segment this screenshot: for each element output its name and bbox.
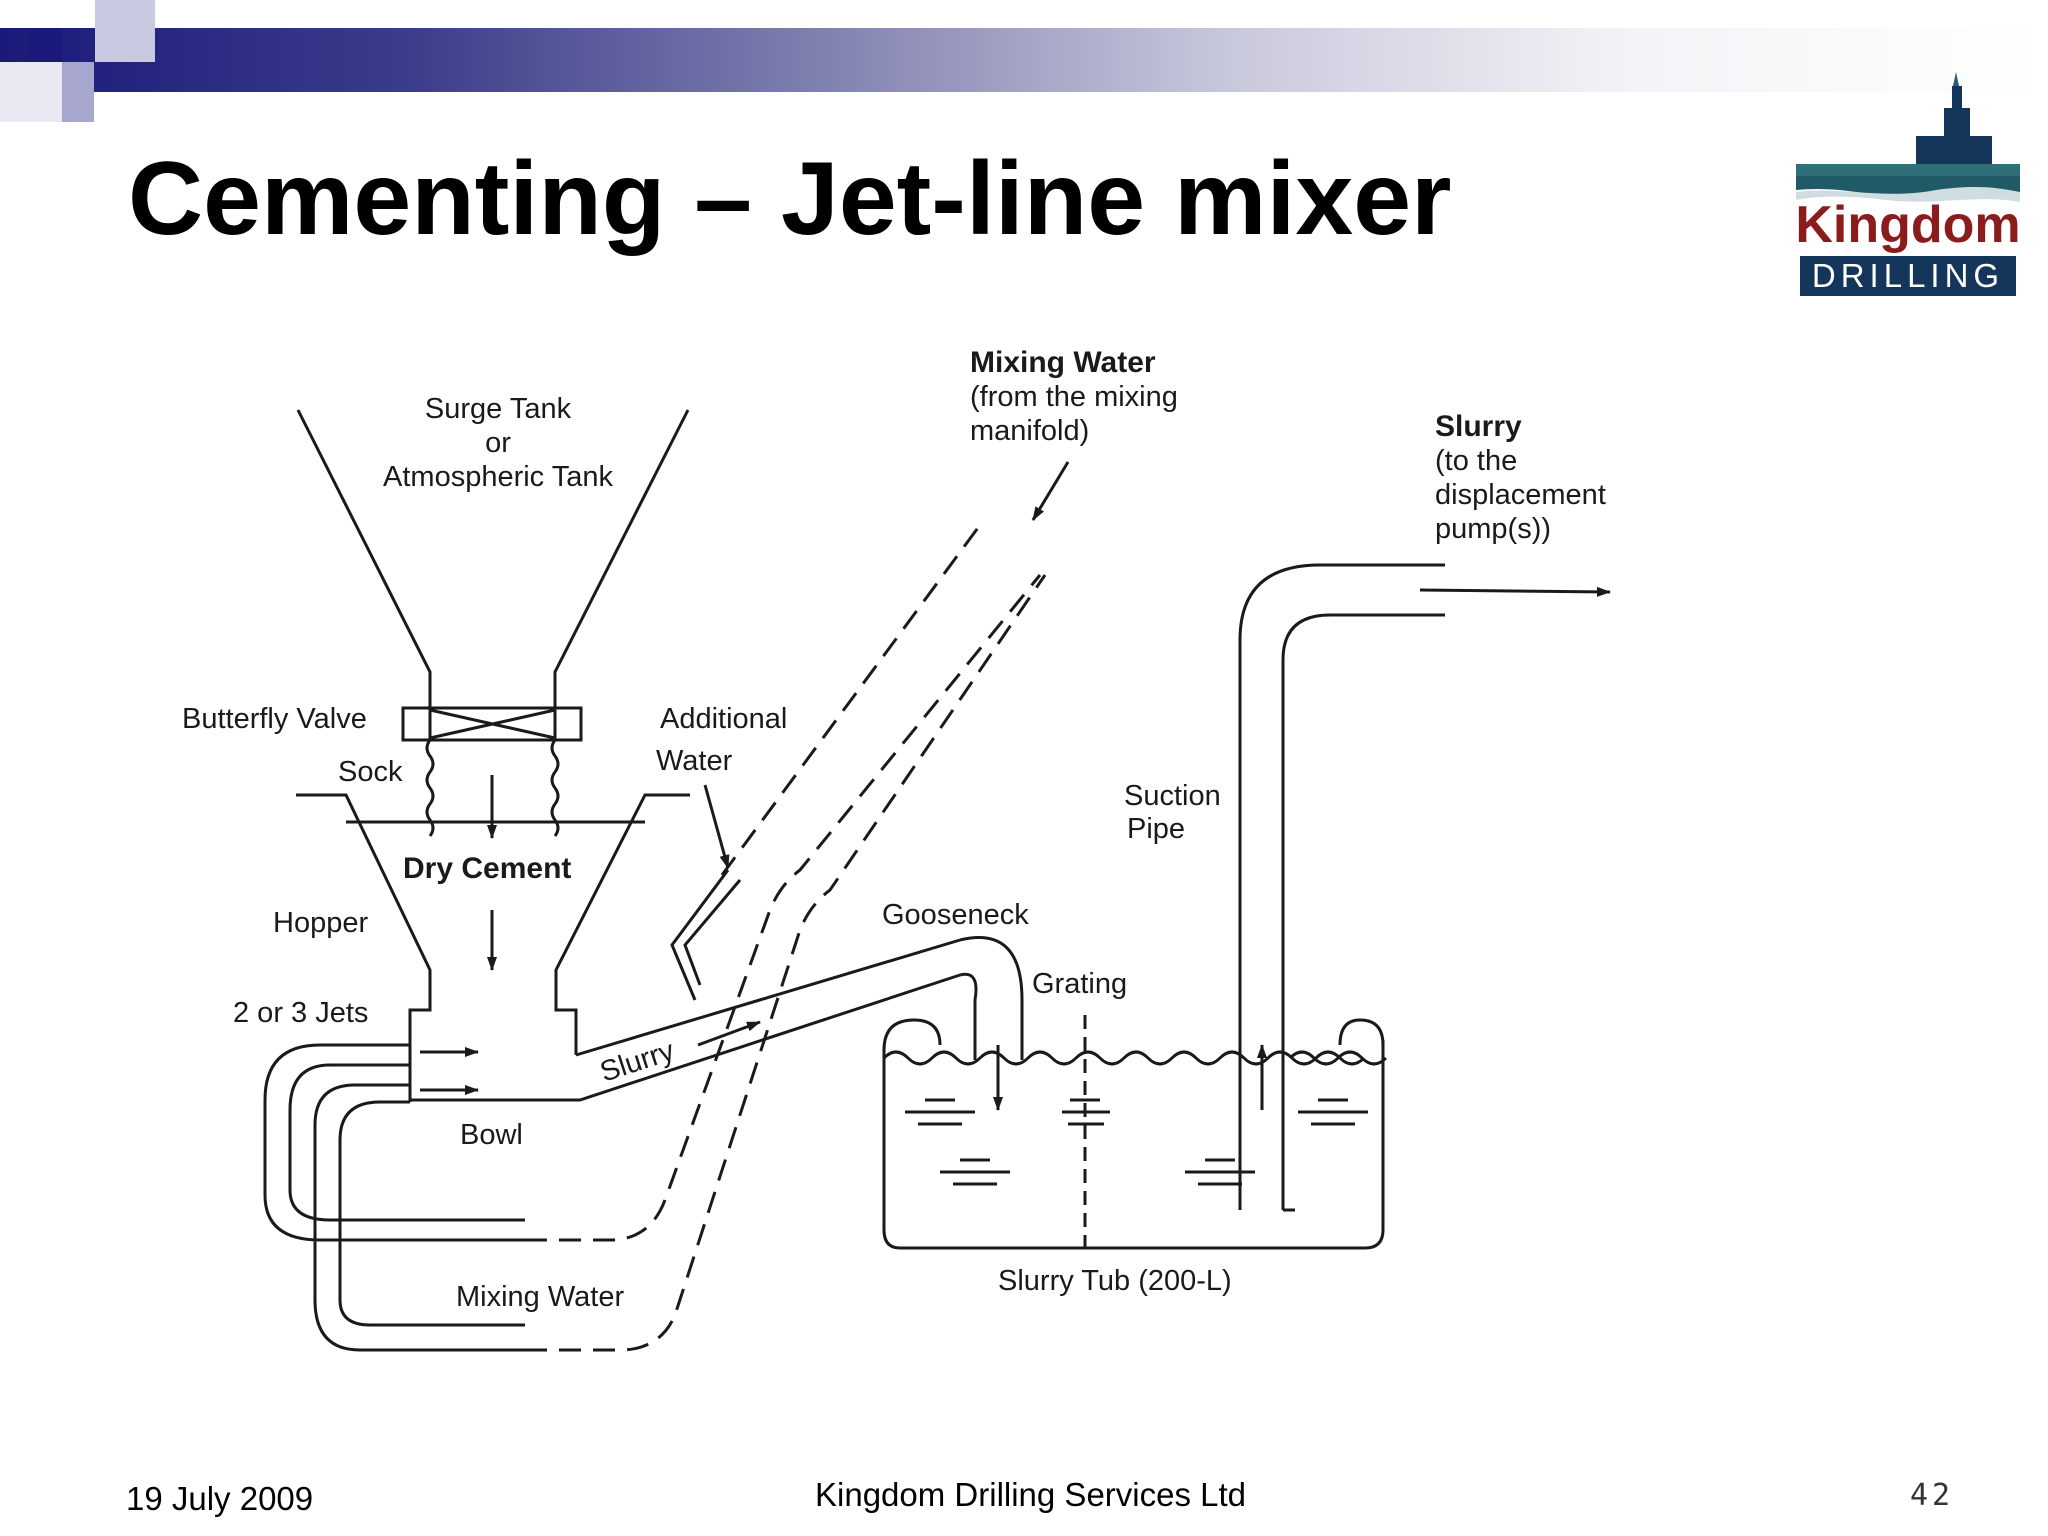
additional-water-arrow [703,784,730,869]
slurry-tub [882,1040,1385,1250]
logo-subtitle: DRILLING [1812,257,2004,294]
label-butterfly-valve: Butterfly Valve [182,703,367,735]
label-additional-water-1: Additional [660,703,787,735]
label-sock: Sock [338,756,403,788]
label-suction-pipe-2: Pipe [1127,813,1185,845]
label-slurry-out-sub2: displacement [1435,479,1606,511]
label-slurry-out-sub3: pump(s)) [1435,513,1551,545]
mixing-water-in-arrow [1031,461,1070,521]
tub-rim-right [1338,1018,1385,1046]
label-bowl: Bowl [460,1119,523,1151]
sock [425,739,560,837]
logo-wordmark: Kingdom [1796,196,2020,254]
label-mixing-water-top-sub2: manifold) [970,415,1089,447]
label-surge-tank-2: or [485,427,511,459]
bowl [410,938,961,1102]
mixing-water-hoses [525,524,1047,1352]
header-gradient-band [0,28,2048,92]
label-mixing-water-bottom: Mixing Water [456,1281,624,1313]
additional-water-inlet [670,869,742,1001]
label-hopper: Hopper [273,907,368,939]
tub-rim-left [882,1018,942,1051]
header-square-pale [0,62,62,122]
liquid-level-marks [905,1098,1368,1186]
label-surge-tank-3: Atmospheric Tank [383,461,613,493]
label-mixing-water-top: Mixing Water [970,346,1156,379]
label-slurry-tub: Slurry Tub (200-L) [998,1265,1232,1297]
label-additional-water-2: Water [656,745,733,777]
header-square-dark [28,28,62,62]
slurry-surface [882,1050,1388,1066]
label-gooseneck: Gooseneck [882,899,1029,931]
footer-date: 19 July 2009 [126,1480,314,1517]
label-dry-cement: Dry Cement [403,852,571,885]
footer-page-number: 42 [1910,1478,1955,1513]
slide-title: Cementing – Jet-line mixer [128,141,1452,257]
gooseneck [959,936,1024,1060]
kingdom-drilling-logo: Kingdom DRILLING [1796,72,2020,296]
jet-piping [263,1043,525,1352]
slurry-out-arrow [1419,586,1611,597]
slurry-flow-arrow [697,1020,761,1047]
flame-icon [1953,72,1959,86]
label-slurry-out: Slurry [1435,410,1522,443]
footer-company: Kingdom Drilling Services Ltd [815,1476,1247,1513]
label-mixing-water-top-sub1: (from the mixing [970,381,1178,413]
suction-pipe [1238,563,1445,1210]
surge-tank [296,409,690,710]
label-surge-tank-1: Surge Tank [425,393,572,425]
butterfly-valve [401,706,583,742]
label-jets: 2 or 3 Jets [233,997,368,1029]
label-suction-pipe-1: Suction [1124,780,1221,812]
header-square-light [95,0,155,62]
label-slurry-out-sub1: (to the [1435,445,1517,477]
header-square-mid [62,62,94,122]
label-grating: Grating [1032,968,1127,1000]
